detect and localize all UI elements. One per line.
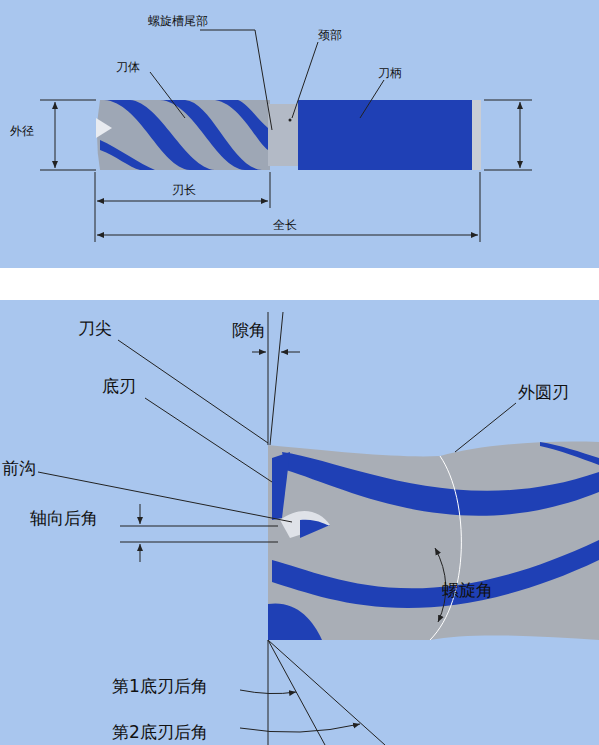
- leader-lines: [38, 312, 516, 745]
- part-label: 刀尖: [78, 318, 112, 338]
- end-mill-tip-view: [268, 442, 599, 640]
- part-label: 螺旋槽尾部: [148, 14, 208, 28]
- part-label: 颈部: [318, 28, 342, 42]
- panel-ground: [0, 300, 599, 745]
- part-label: 外径: [10, 124, 34, 138]
- dimension-lines: [40, 30, 532, 242]
- part-label: 第1底刃后角: [112, 676, 208, 696]
- panel-ground: [0, 0, 599, 268]
- part-label: 全长: [273, 218, 297, 232]
- part-label: 刀柄: [378, 66, 402, 80]
- part-label: 隙角: [232, 320, 266, 340]
- part-label: 刀体: [116, 60, 140, 74]
- part-label: 前沟: [2, 458, 36, 478]
- part-label: 底刃: [102, 376, 136, 396]
- part-label: 外圆刃: [518, 382, 569, 402]
- part-label: 第2底刃后角: [112, 722, 208, 742]
- part-label: 刃长: [172, 183, 196, 197]
- end-mill-side-view: [96, 100, 481, 170]
- part-label: 轴向后角: [30, 508, 98, 528]
- part-label: 螺旋角: [442, 580, 493, 600]
